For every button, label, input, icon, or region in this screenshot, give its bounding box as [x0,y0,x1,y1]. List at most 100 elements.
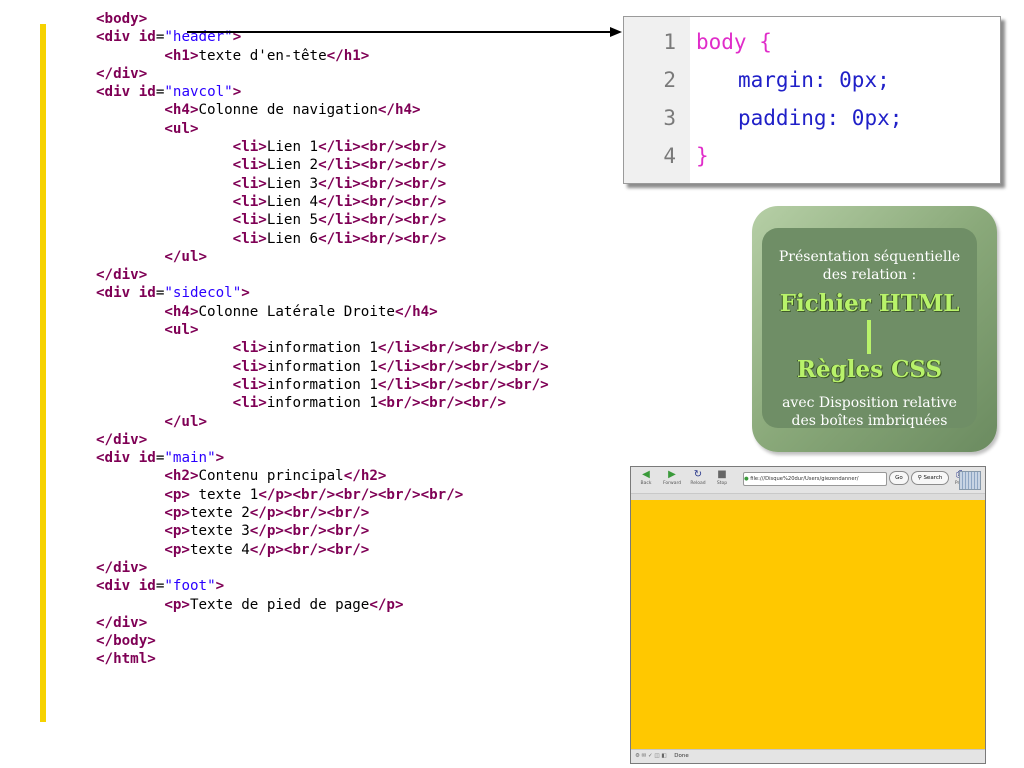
note-line-1: Présentation séquentielle [778,249,961,265]
code-token: texte 1 [189,486,259,503]
code-token: <li> [232,230,267,247]
code-token [96,542,164,558]
code-token: id [138,285,156,302]
code-token: <p> [164,523,190,540]
code-token: </p><br/><br/><br/><br/> [258,486,464,503]
forward-arrow-icon: ▶ [668,469,676,480]
code-token: <li> [232,395,267,412]
code-token: information 1 [266,340,378,357]
code-token: = [155,285,165,302]
browser-window: ◀Back ▶Forward ↻Reload ■Stop ● file:///D… [630,466,986,764]
note-html-file: Fichier HTML [779,290,960,317]
code-token: <li> [232,340,267,357]
code-token: <div [96,285,139,302]
code-token [96,322,164,338]
code-token: <li> [232,358,267,375]
line-number: 3 [663,106,676,130]
code-token: </h2> [343,468,387,485]
code-line: <h4>Colonne de navigation</h4> [96,101,549,119]
code-line: <div id="sidecol"> [96,284,549,302]
code-line: <li>information 1</li><br/><br/><br/> [96,358,549,376]
code-token: <ul> [164,322,199,339]
code-token: = [155,450,165,467]
page-viewport [631,500,985,750]
address-bar[interactable]: ● file:///Disque%20dur/Users/giezendanne… [743,472,887,486]
code-line: <li>Lien 1</li><br/><br/> [96,138,549,156]
stop-button[interactable]: ■Stop [713,469,731,486]
code-line: <p> texte 1</p><br/><br/><br/><br/> [96,486,549,504]
code-token: </p> [369,596,404,613]
code-line: </div> [96,266,549,284]
code-token: texte 2 [189,505,250,522]
code-token: = [155,29,165,46]
code-token: <h2> [164,468,199,485]
note-line-4: des boîtes imbriquées [791,413,948,429]
code-token: id [138,29,156,46]
code-line: <li>information 1</li><br/><br/><br/> [96,376,549,394]
css-closing-brace: } [696,144,709,168]
code-token: <li> [232,212,267,229]
code-token [96,377,233,393]
code-token: </h4> [394,303,438,320]
code-token: </p><br/><br/> [249,523,370,540]
css-property-margin: margin: [738,68,827,92]
code-token: </div> [96,267,148,284]
code-token: <h4> [164,303,199,320]
reload-button[interactable]: ↻Reload [690,469,706,486]
address-text: file:///Disque%20dur/Users/giezendanner/ [750,476,859,482]
code-token: <div [96,84,139,101]
code-token [96,194,233,210]
css-selector: body { [696,30,772,54]
code-token: </li><br/><br/> [318,157,447,174]
code-token: <h1> [164,47,199,64]
forward-button[interactable]: ▶Forward [663,469,682,486]
code-line: <p>texte 2</p><br/><br/> [96,504,549,522]
code-token: </li><br/><br/> [318,230,447,247]
code-token: <li> [232,193,267,210]
code-token: information 1 [266,395,378,412]
line-number: 2 [663,68,676,92]
code-token [96,597,164,613]
code-line: <p>Texte de pied de page</p> [96,596,549,614]
code-token: Lien 6 [266,230,319,247]
code-line: <div id="header"> [96,28,549,46]
code-line: </html> [96,650,549,668]
code-token [96,395,233,411]
code-token: = [155,84,165,101]
code-line: <li>Lien 2</li><br/><br/> [96,156,549,174]
code-line: </body> [96,632,549,650]
back-arrow-icon: ◀ [642,469,650,480]
code-token: </h1> [326,47,370,64]
code-token: <body> [96,11,148,27]
code-token: information 1 [266,376,378,393]
code-line: </div> [96,431,549,449]
code-token [96,414,164,430]
stop-icon: ■ [717,469,727,480]
code-token: texte 3 [189,523,250,540]
search-button[interactable]: ⚲ Search [911,471,949,485]
code-token: = [155,578,165,595]
code-line: <li>information 1</li><br/><br/><br/> [96,339,549,357]
back-button[interactable]: ◀Back [637,469,655,486]
code-token: <li> [232,376,267,393]
note-css-rules: Règles CSS [796,356,943,383]
code-token: <p> [164,541,190,558]
code-line: <p>texte 4</p><br/><br/> [96,541,549,559]
explanation-note: Présentation séquentielle des relation :… [752,206,997,452]
html-code-listing: <body><div id="header"> <h1>texte d'en-t… [96,10,549,669]
code-token: </div> [96,614,148,631]
bookmarks-bar [631,494,985,500]
code-token: </li><br/><br/> [318,193,447,210]
code-token: <p> [164,505,190,522]
code-token: "foot" [164,578,216,595]
code-line: <li>Lien 4</li><br/><br/> [96,193,549,211]
code-line: </ul> [96,248,549,266]
code-token: Lien 5 [266,212,319,229]
code-token: Colonne Latérale Droite [198,303,395,320]
code-line: <h1>texte d'en-tête</h1> [96,47,549,65]
code-line: <body> [96,10,549,28]
code-line: <li>Lien 5</li><br/><br/> [96,211,549,229]
go-button[interactable]: Go [889,471,909,485]
code-token [96,102,164,118]
